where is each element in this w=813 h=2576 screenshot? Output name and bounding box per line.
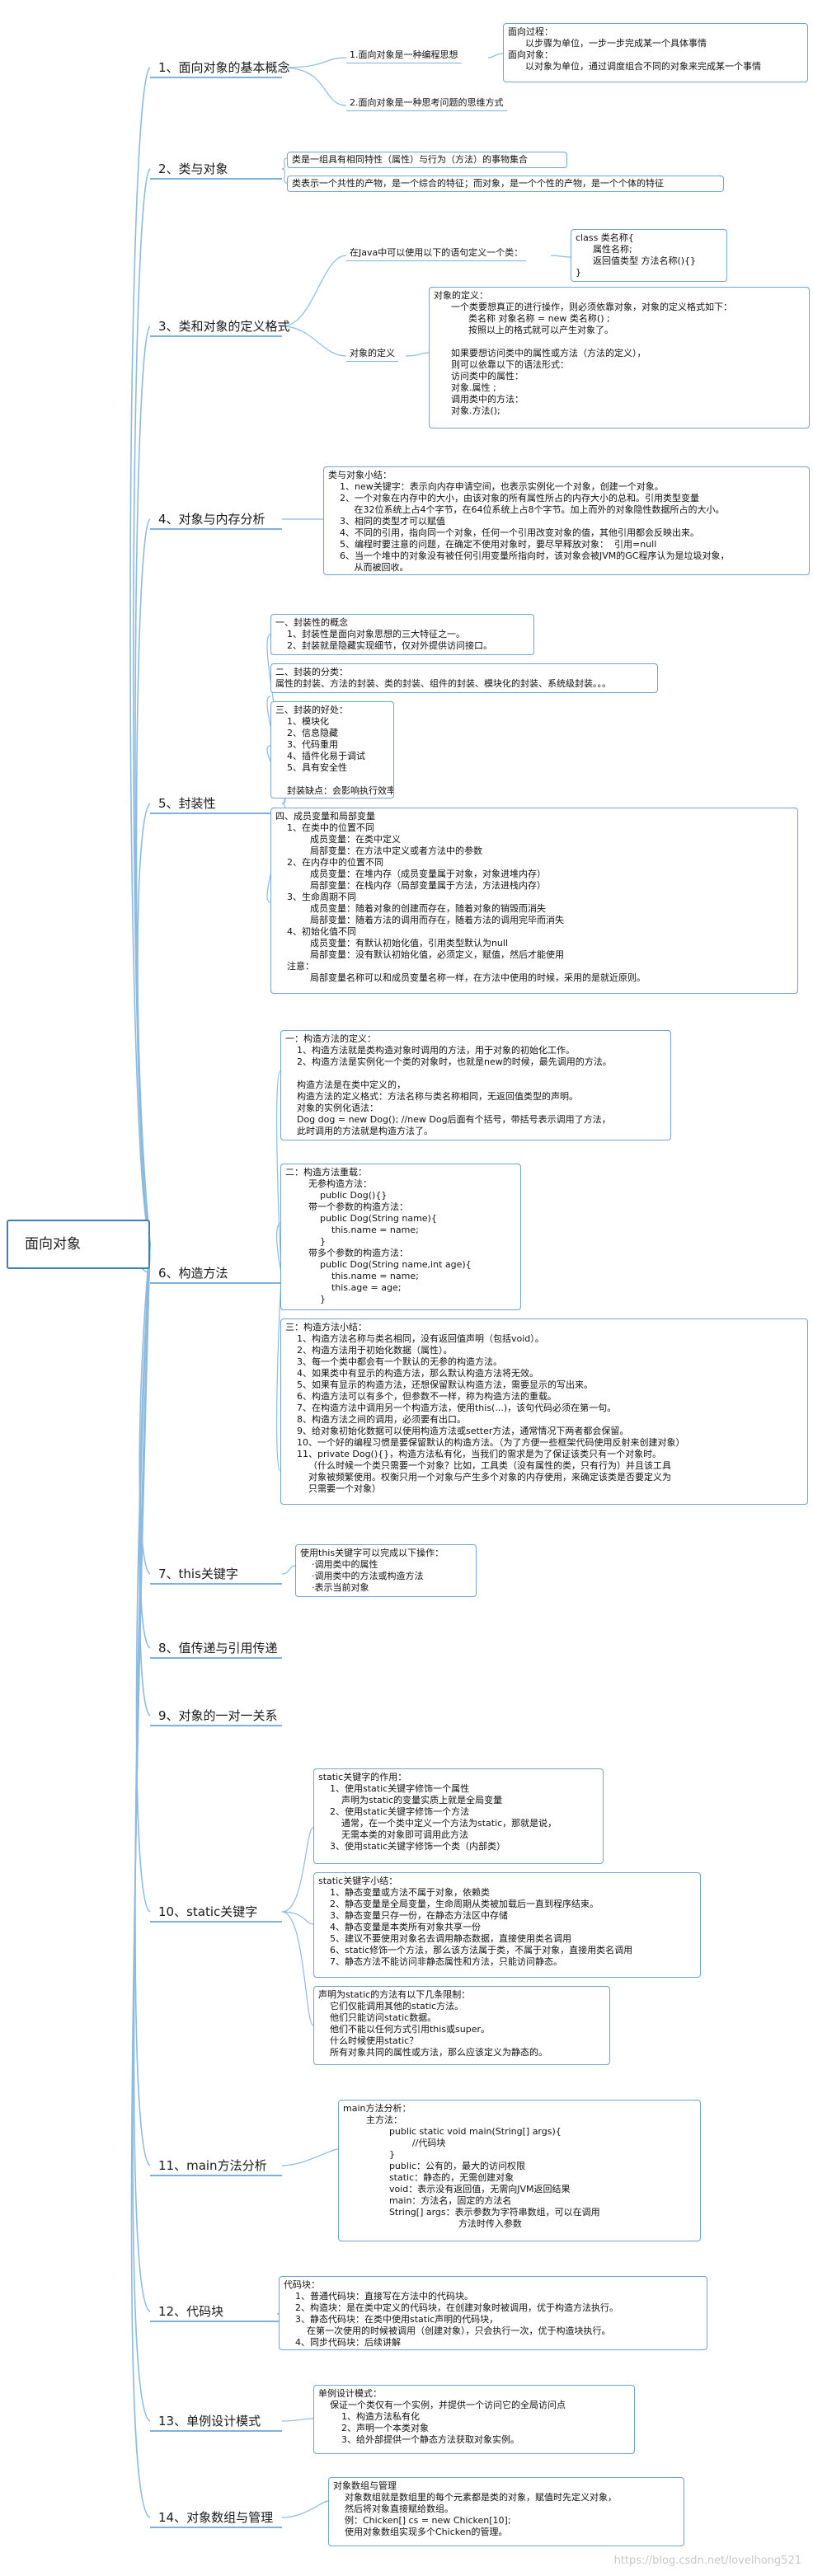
oo-thinking-label: 2.面向对象是一种思考问题的思维方式 [346, 97, 507, 111]
encapsulation-benefits-box: 三、封装的好处： 1、模块化 2、信息隐藏 3、代码重用 4、插件化易于调试 5… [270, 701, 394, 799]
branch-definition-format: 3、类和对象的定义格式 [150, 311, 290, 342]
constructor-definition-box: 一：构造方法的定义： 1、构造方法就是类构造对象时调用的方法，用于对象的初始化工… [280, 1030, 671, 1140]
watermark-url: https://blog.csdn.net/lovelhong521 [613, 2555, 801, 2567]
root-node: 面向对象 [7, 1220, 150, 1269]
java-class-label: 在Java中可以使用以下的语句定义一个类： [346, 247, 527, 261]
static-summary-box: static关键字小结： 1、静态变量或方法不属于对象，依赖类 2、静态变量是全… [313, 1872, 701, 1978]
branch-static-keyword: 10、static关键字 [150, 1896, 282, 1927]
class-syntax-box: class 类名称{ 属性名称; 返回值类型 方法名称(){} } [571, 229, 727, 282]
branch-memory-analysis: 4、对象与内存分析 [150, 503, 282, 535]
branch-main-method: 11、main方法分析 [150, 2150, 282, 2181]
oo-idea-label: 1.面向对象是一种编程思想 [346, 49, 462, 63]
branch-class-object: 2、类与对象 [150, 153, 282, 185]
branch-object-array: 14、对象数组与管理 [150, 2502, 282, 2533]
branch-encapsulation: 5、封装性 [150, 788, 282, 819]
class-definition-box: 类是一组具有相同特性（属性）与行为（方法）的事物集合 [287, 152, 567, 168]
class-object-box: 类表示一个共性的产物，是一个综合的特征；而对象，是一个个性的产物，是一个个体的特… [287, 176, 724, 192]
object-definition-box: 对象的定义： 一个类要想真正的进行操作，则必须依靠对象，对象的定义格式如下： 类… [429, 287, 810, 429]
main-method-box: main方法分析： 主方法： public static void main(S… [338, 2100, 701, 2241]
branch-singleton: 13、单例设计模式 [150, 2405, 282, 2437]
branch-value-reference: 8、值传递与引用传递 [150, 1632, 282, 1664]
encapsulation-concept-box: 一、封装性的概念 1、封装性是面向对象思想的三大特征之一。 2、封装就是隐藏实现… [270, 614, 534, 655]
singleton-box: 单例设计模式： 保证一个类仅有一个实例，并提供一个访问它的全局访问点 1、构造方… [313, 2385, 635, 2454]
branch-constructor: 6、构造方法 [150, 1258, 282, 1289]
constructor-summary-box: 三：构造方法小结： 1、构造方法名称与类名相同，没有返回值声明（包括void）。… [280, 1318, 808, 1505]
branch-code-block: 12、代码块 [150, 2296, 282, 2327]
code-block-box: 代码块： 1、普通代码块：直接写在方法中的代码块。 2、构造块：是在类中定义的代… [279, 2276, 707, 2350]
encapsulation-types-box: 二、封装的分类： 属性的封装、方法的封装、类的封装、组件的封装、模块化的封装、系… [270, 663, 658, 693]
memory-summary-box: 类与对象小结： 1、new关键字：表示向内存申请空间，也表示实例化一个对象，创建… [323, 466, 810, 575]
constructor-overload-box: 二：构造方法重载： 无参构造方法： public Dog(){} 带一个参数的构… [280, 1164, 521, 1310]
branch-this-keyword: 7、this关键字 [150, 1558, 282, 1590]
oo-compare-box: 面向过程： 以步骤为单位，一步一步完成某一个具体事情 面向对象： 以对象为单位，… [503, 23, 808, 82]
branch-one-to-one: 9、对象的一对一关系 [150, 1700, 282, 1731]
this-keyword-box: 使用this关键字可以完成以下操作： ·调用类中的属性 ·调用类中的方法或构造方… [295, 1544, 477, 1597]
member-local-variables-box: 四、成员变量和局部变量 1、在类中的位置不同 成员变量：在类中定义 局部变量：在… [270, 808, 798, 994]
static-restrictions-box: 声明为static的方法有以下几条限制： 它们仅能调用其他的static方法。 … [313, 1986, 610, 2065]
object-array-box: 对象数组与管理 对象数组就是数组里的每个元素都是类的对象，赋值时先定义对象， 然… [328, 2477, 684, 2546]
static-usage-box: static关键字的作用： 1、使用static关键字修饰一个属性 声明为sta… [313, 1768, 604, 1864]
branch-oo-concept: 1、面向对象的基本概念 [150, 52, 290, 83]
object-definition-label: 对象的定义 [346, 348, 398, 362]
